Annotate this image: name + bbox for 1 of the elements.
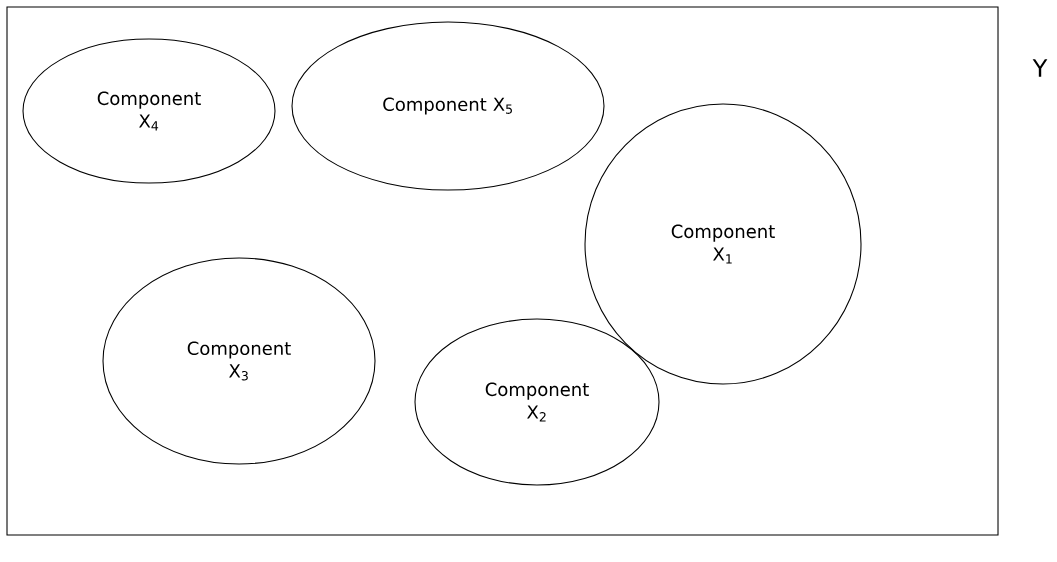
node-label: Y bbox=[1032, 59, 1048, 77]
